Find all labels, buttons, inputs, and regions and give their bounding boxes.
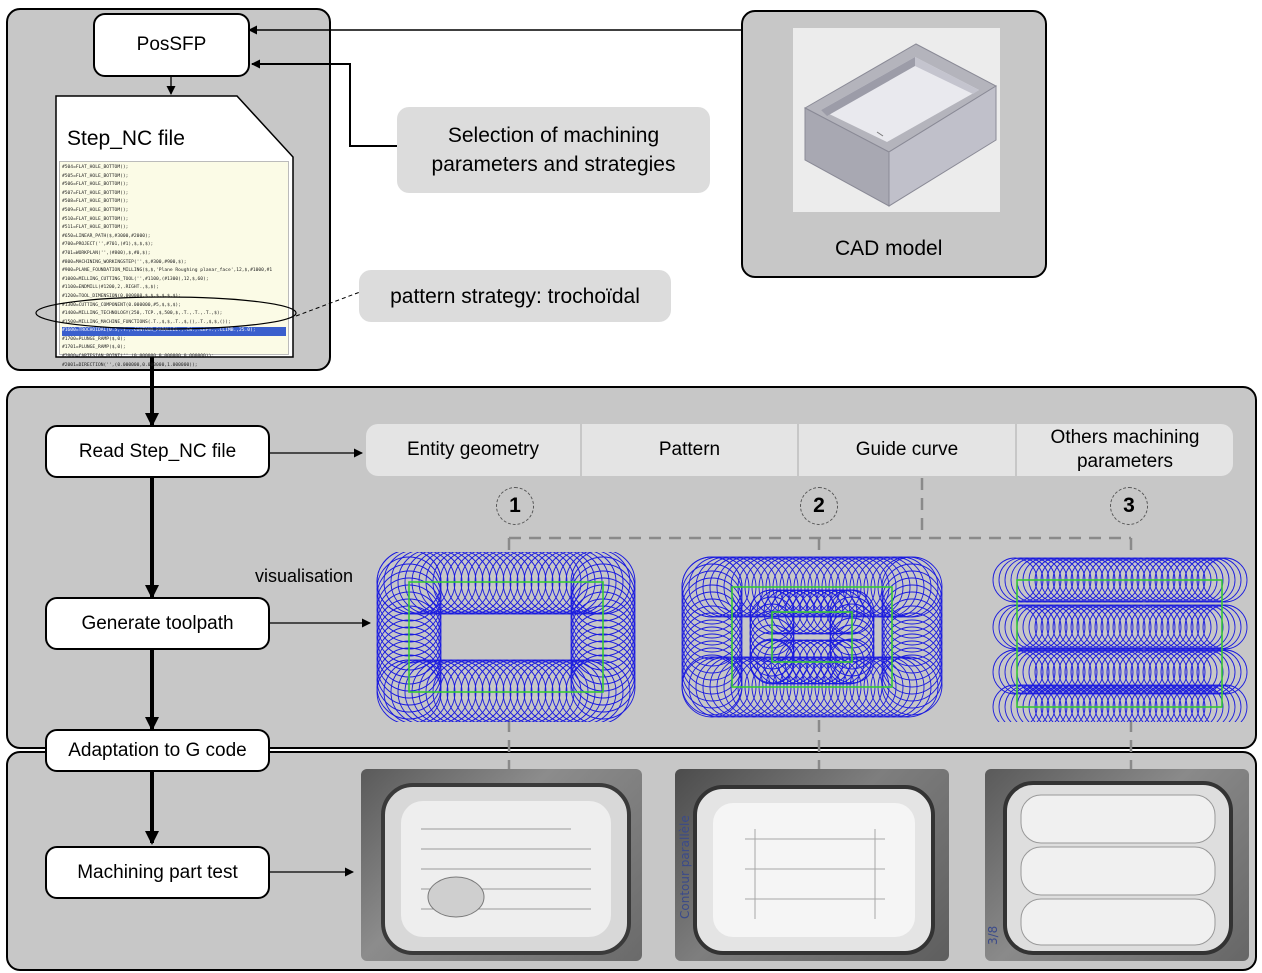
stepnc-code-line: #1600=TROCHOIDAL(0.5,.T.,.CONTOUR_PARALL… <box>62 327 286 336</box>
machined-part-photo-3: 3/8 <box>985 769 1249 961</box>
possfp-label: PosSFP <box>136 34 207 55</box>
pattern-callout: pattern strategy: trochoïdal <box>359 270 671 322</box>
photo-1-render <box>381 783 631 955</box>
chip-others-parameters-label: Others machining parameters <box>1050 427 1200 472</box>
visualisation-label: visualisation <box>255 566 354 586</box>
machining-test-label: Machining part test <box>77 861 238 883</box>
generate-toolpath-label: Generate toolpath <box>81 612 234 634</box>
adaptation-gcode-label: Adaptation to G code <box>68 739 247 761</box>
photo-2-render: Contour parallèle <box>678 785 935 955</box>
step-number-1: 1 <box>496 487 534 525</box>
step-number-2: 2 <box>800 487 838 525</box>
stepnc-code-line: #1000=MILLING_CUTTING_TOOL('',#1100,(#13… <box>62 276 209 282</box>
stepnc-code-line: #1100=ENDMILL(#1200,2,.RIGHT.,$,$); <box>62 285 159 291</box>
stepnc-title: Step_NC file <box>67 127 185 150</box>
chip-guide-curve-label: Guide curve <box>855 439 959 460</box>
machined-part-photo-1 <box>361 769 642 961</box>
stepnc-code-line: #700=PROJECT('',#701,(#1),$,$,$); <box>62 242 154 248</box>
stepnc-code-line: #1200=TOOL_DIMENSION(0.000000,$,$,$,$,$,… <box>62 293 181 299</box>
chip-guide-curve: Guide curve <box>799 424 1015 476</box>
stepnc-code-line: #507=FLAT_HOLE_BOTTOM(); <box>62 190 129 196</box>
stepnc-code-line: #510=FLAT_HOLE_BOTTOM(); <box>62 216 129 222</box>
stepnc-code-line: #509=FLAT_HOLE_BOTTOM(); <box>62 207 129 213</box>
stepnc-code-lines: #504=FLAT_HOLE_BOTTOM(); #505=FLAT_HOLE_B… <box>62 164 286 370</box>
toolpath-visual-1 <box>376 552 636 722</box>
stepnc-content: #504=FLAT_HOLE_BOTTOM(); #505=FLAT_HOLE_B… <box>59 161 289 368</box>
stepnc-code-line: #1500=MILLING_MACHINE_FUNCTIONS(.T.,$,$,… <box>62 319 231 325</box>
stepnc-code-line: #1300=CUTTING_COMPONENT(0.000000,#5,$,$,… <box>62 302 181 308</box>
possfp-box: PosSFP <box>93 13 250 77</box>
machined-part-photo-2: Contour parallèle <box>675 769 949 961</box>
chip-others-parameters: Others machining parameters <box>1017 424 1233 476</box>
cad-box-render <box>803 43 998 207</box>
generate-toolpath-box: Generate toolpath <box>45 597 270 650</box>
stepnc-code-line: #650=LINEAR_PATH($,#3000,#2000); <box>62 233 151 239</box>
stepnc-code-line: #1701=PLUNGE_RAMP($,0); <box>62 345 126 351</box>
stepnc-code-line: #2001=DIRECTION('',(0.000000,0.000000,1.… <box>62 362 198 368</box>
photo-3-handwriting: 3/8 <box>986 926 1000 945</box>
chip-pattern: Pattern <box>582 424 797 476</box>
stepnc-code-line: #511=FLAT_HOLE_BOTTOM(); <box>62 225 129 231</box>
read-stepnc-box: Read Step_NC file <box>45 425 270 478</box>
stepnc-code-line: #505=FLAT_HOLE_BOTTOM(); <box>62 173 129 179</box>
photo-2-handwriting: Contour parallèle <box>678 815 692 919</box>
stepnc-code-line: #506=FLAT_HOLE_BOTTOM(); <box>62 182 129 188</box>
selection-to-possfp-arrow <box>251 59 397 147</box>
toolpath-visual-3 <box>992 557 1248 722</box>
stepnc-code-line: #701=WORKPLAN('',(#800),$,#0,$); <box>62 250 151 256</box>
adaptation-gcode-box: Adaptation to G code <box>45 729 270 772</box>
chip-entity-geometry-label: Entity geometry <box>407 439 539 460</box>
cad-image <box>793 28 1000 212</box>
stepnc-code-line: #1700=PLUNGE_RAMP($,0); <box>62 336 126 342</box>
stepnc-code-line: #508=FLAT_HOLE_BOTTOM(); <box>62 199 129 205</box>
pattern-callout-text: pattern strategy: trochoïdal <box>390 284 640 308</box>
machining-test-box: Machining part test <box>45 846 270 899</box>
step-number-3: 3 <box>1110 487 1148 525</box>
stepnc-document: Step_NC file #504=FLAT_HOLE_BOTTOM();#50… <box>55 95 295 368</box>
selection-callout-text: Selection of machining parameters and st… <box>431 124 676 176</box>
read-stepnc-label: Read Step_NC file <box>78 440 237 462</box>
stepnc-code-line: #2000=CARTESIAN_POINT('',(0.000000,0.000… <box>62 354 215 360</box>
pattern-leader <box>295 291 361 317</box>
toolpath-visual-2 <box>681 556 943 718</box>
cad-label: CAD model <box>835 237 943 260</box>
stepnc-code-line: #504=FLAT_HOLE_BOTTOM(); <box>62 165 129 170</box>
stepnc-code-line: #800=MACHINING_WORKINGSTEP('',$,#300,#90… <box>62 259 187 265</box>
photo-3-render: 3/8 <box>986 781 1233 955</box>
chip-pattern-label: Pattern <box>658 439 721 460</box>
stepnc-code-line: #900=PLANE_FOUNDATION_MILLING($,$,'Plane… <box>62 268 273 274</box>
selection-callout: Selection of machining parameters and st… <box>397 107 710 193</box>
parameter-links <box>507 478 1133 772</box>
stepnc-code-line: #1400=MILLING_TECHNOLOGY(250,.TCP.,$,500… <box>62 311 223 317</box>
chip-entity-geometry: Entity geometry <box>366 424 580 476</box>
